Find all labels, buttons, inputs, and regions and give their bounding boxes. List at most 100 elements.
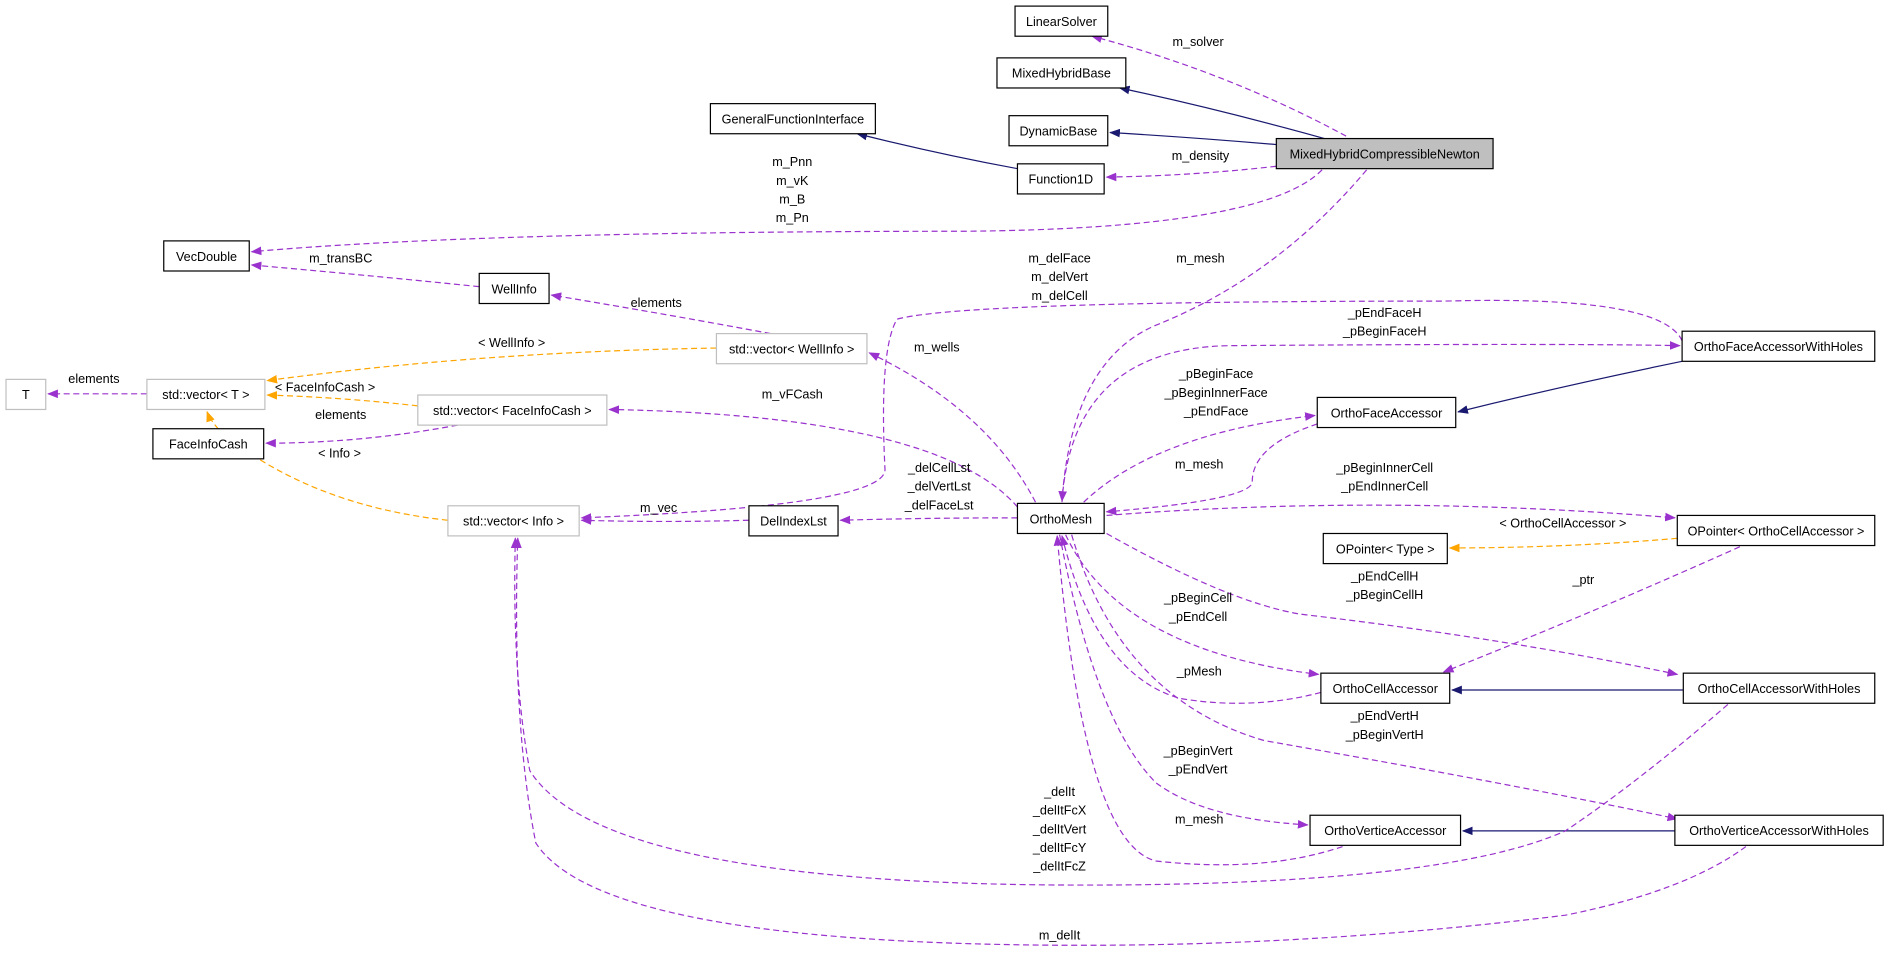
node-ova[interactable]: OrthoVerticeAccessor	[1309, 814, 1462, 846]
edge-label: _pBeginFace	[1178, 367, 1253, 381]
edge-label: m_density	[1172, 149, 1230, 163]
usage-edge	[1071, 534, 1679, 822]
edge-label: elements	[315, 408, 366, 422]
node-box	[1682, 672, 1876, 704]
node-box	[152, 428, 265, 460]
usage-edge	[513, 537, 1747, 946]
edge-label: _delVertLst	[907, 480, 972, 494]
node-ofawh[interactable]: OrthoFaceAccessorWithHoles	[1681, 330, 1876, 362]
edge-label: m_Pn	[776, 211, 809, 225]
node-vec-info[interactable]: std::vector< Info >	[447, 505, 580, 537]
usage-edge	[1106, 532, 1679, 677]
node-vec-faceinfocash[interactable]: std::vector< FaceInfoCash >	[417, 394, 608, 426]
node-box	[1275, 137, 1494, 170]
usage-edge	[1061, 341, 1681, 503]
edge-label: _delItFcX	[1032, 804, 1087, 818]
node-delindexlst[interactable]: DelIndexLst	[748, 505, 839, 537]
node-label: MixedHybridCompressibleNewton	[1290, 147, 1480, 161]
edge-label: m_B	[779, 193, 805, 207]
node-opointer-oca[interactable]: OPointer< OrthoCellAccessor >	[1676, 514, 1876, 547]
node-label: WellInfo	[491, 282, 536, 296]
node-box	[1016, 163, 1105, 195]
node-generalfunctioninterface[interactable]: GeneralFunctionInterface	[709, 103, 876, 135]
node-dynamicbase[interactable]: DynamicBase	[1008, 115, 1109, 147]
usage-edge	[1105, 423, 1318, 516]
node-label: MixedHybridBase	[1012, 67, 1111, 81]
edge-label: elements	[68, 372, 119, 386]
usage-edge	[265, 424, 458, 448]
node-ocawh[interactable]: OrthoCellAccessorWithHoles	[1682, 672, 1876, 704]
inheritance-edge	[856, 131, 1018, 170]
usage-edge	[608, 405, 1018, 508]
usage-edge	[1442, 546, 1741, 673]
node-oca[interactable]: OrthoCellAccessor	[1320, 672, 1451, 704]
nodes: LinearSolverMixedHybridBaseGeneralFuncti…	[5, 5, 1884, 846]
edge-label: m_vK	[776, 174, 809, 188]
node-label: OrthoVerticeAccessor	[1324, 824, 1446, 838]
node-box	[1309, 814, 1462, 846]
edge-label: _pBeginVert	[1163, 744, 1233, 758]
usage-edge	[1106, 504, 1676, 522]
edge-label: m_transBC	[309, 252, 372, 266]
node-function1d[interactable]: Function1D	[1016, 163, 1105, 195]
node-label: std::vector< WellInfo >	[729, 342, 854, 356]
edge-label: _pMesh	[1176, 665, 1222, 679]
node-label: DynamicBase	[1019, 125, 1097, 139]
node-faceinfocash[interactable]: FaceInfoCash	[152, 428, 265, 460]
node-box	[1016, 502, 1105, 535]
edge-label: _pEndFace	[1183, 404, 1249, 418]
usage-edge	[1059, 534, 1309, 829]
node-label: OrthoCellAccessor	[1333, 682, 1438, 696]
usage-edge	[580, 299, 1683, 522]
edge-label: _pEndCellH	[1350, 569, 1418, 583]
node-wellinfo[interactable]: WellInfo	[478, 272, 550, 305]
node-orthomesh[interactable]: OrthoMesh	[1016, 502, 1105, 535]
edge-label: _delIt	[1043, 785, 1075, 799]
edge-label: _pEndVert	[1168, 763, 1228, 777]
node-opointer-type[interactable]: OPointer< Type >	[1322, 532, 1448, 565]
node-box	[447, 505, 580, 537]
node-box	[996, 57, 1127, 89]
edge-label: _delFaceLst	[904, 498, 974, 512]
node-t[interactable]: T	[5, 378, 47, 411]
node-label: OrthoMesh	[1030, 512, 1092, 526]
node-box	[478, 272, 550, 305]
inheritance-edge	[1118, 85, 1325, 140]
node-label: OrthoFaceAccessor	[1331, 406, 1443, 420]
template-edge	[266, 347, 717, 384]
edge-label: _pEndCell	[1168, 610, 1227, 624]
node-label: std::vector< T >	[162, 388, 249, 402]
node-linearsolver[interactable]: LinearSolver	[1014, 5, 1109, 37]
node-box	[417, 394, 608, 426]
node-box	[1322, 532, 1448, 565]
node-mixedhybridbase[interactable]: MixedHybridBase	[996, 57, 1127, 89]
node-label: LinearSolver	[1026, 15, 1097, 29]
node-ofa[interactable]: OrthoFaceAccessor	[1316, 396, 1457, 429]
usage-edge	[1058, 169, 1368, 503]
edge-label: m_solver	[1172, 35, 1223, 49]
usage-edge	[580, 516, 749, 525]
node-label: Function1D	[1029, 173, 1094, 187]
node-vec-wellinfo[interactable]: std::vector< WellInfo >	[715, 333, 868, 365]
edge-label: _delItFcZ	[1032, 860, 1086, 874]
node-box	[5, 378, 47, 411]
node-vec-t[interactable]: std::vector< T >	[146, 378, 266, 411]
node-mhcn[interactable]: MixedHybridCompressibleNewton	[1275, 137, 1494, 170]
usage-edge	[1053, 534, 1343, 866]
node-vecdouble[interactable]: VecDouble	[163, 240, 250, 272]
usage-edge	[1091, 34, 1347, 137]
node-label: OPointer< OrthoCellAccessor >	[1688, 524, 1865, 538]
node-ovawh[interactable]: OrthoVerticeAccessorWithHoles	[1674, 814, 1884, 846]
node-box	[1320, 672, 1451, 704]
edge-label: _pBeginCell	[1163, 591, 1232, 605]
edge-label: m_Pnn	[772, 155, 812, 169]
edge-label: _pBeginInnerCell	[1335, 461, 1433, 475]
template-edge	[206, 410, 448, 521]
node-label: T	[22, 388, 30, 402]
edge-label: _pEndFaceH	[1347, 306, 1422, 320]
node-label: OrthoCellAccessorWithHoles	[1698, 682, 1861, 696]
edge-label: m_delVert	[1031, 270, 1088, 284]
edge-label: _pEndInnerCell	[1340, 480, 1428, 494]
node-box	[163, 240, 250, 272]
